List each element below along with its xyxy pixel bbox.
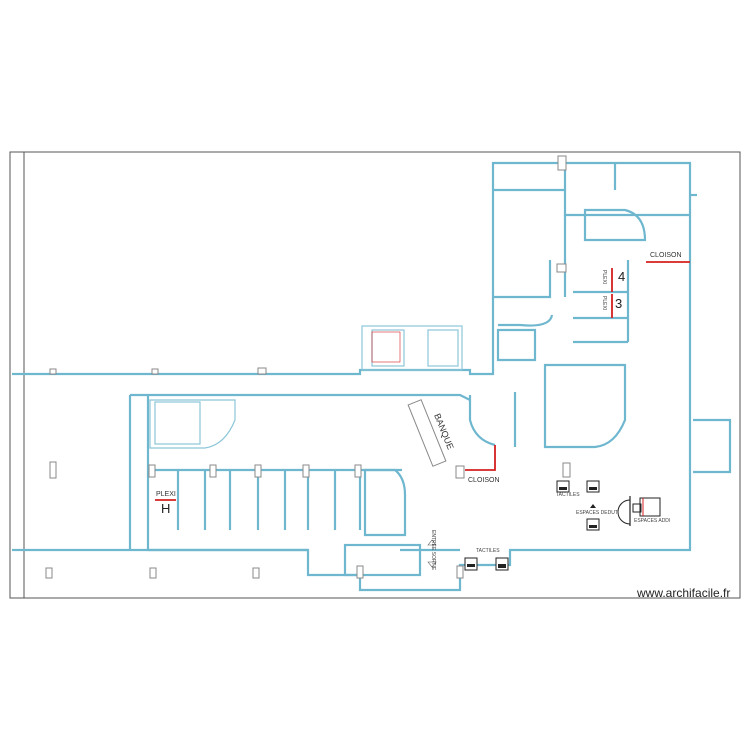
red-partitions bbox=[155, 261, 690, 501]
drawing-frame bbox=[9, 151, 741, 599]
door-swing-icon bbox=[617, 499, 631, 525]
arrow-down-icon bbox=[427, 561, 437, 568]
terminal-icon bbox=[556, 480, 570, 493]
columns bbox=[45, 155, 571, 579]
watermark: www.archifacile.fr bbox=[637, 586, 731, 600]
building-walls bbox=[12, 161, 732, 592]
arrow-icon bbox=[590, 504, 596, 508]
desk-cells bbox=[150, 468, 422, 577]
device-icons bbox=[427, 480, 661, 571]
room-h-label: H bbox=[161, 501, 170, 516]
entree-sortie-label: ENTREE SORTIE bbox=[430, 530, 436, 571]
plexi-3-label: PLEXI bbox=[601, 296, 607, 310]
reception-desk: BANQUE bbox=[407, 399, 456, 467]
tactiles-bottom-label: TACTILES bbox=[476, 548, 500, 554]
room-3-label: 3 bbox=[615, 296, 622, 311]
cloison-bottom-label: CLOISON bbox=[468, 477, 500, 484]
terminal-icon bbox=[586, 518, 600, 531]
terminal-icon bbox=[586, 480, 600, 493]
tactiles-top-label: TACTILES bbox=[556, 492, 580, 498]
espaces-addi-label: ESPACES ADDI bbox=[634, 518, 670, 524]
plexi-h-label: PLEXI bbox=[156, 491, 176, 498]
plexi-4-label: PLEXI bbox=[601, 270, 607, 284]
cloison-top-label: CLOISON bbox=[650, 252, 682, 259]
espaces-dedut-label: ESPACES DEDUT bbox=[576, 510, 618, 516]
arrow-up-icon bbox=[427, 539, 437, 546]
room-4-label: 4 bbox=[618, 269, 625, 284]
